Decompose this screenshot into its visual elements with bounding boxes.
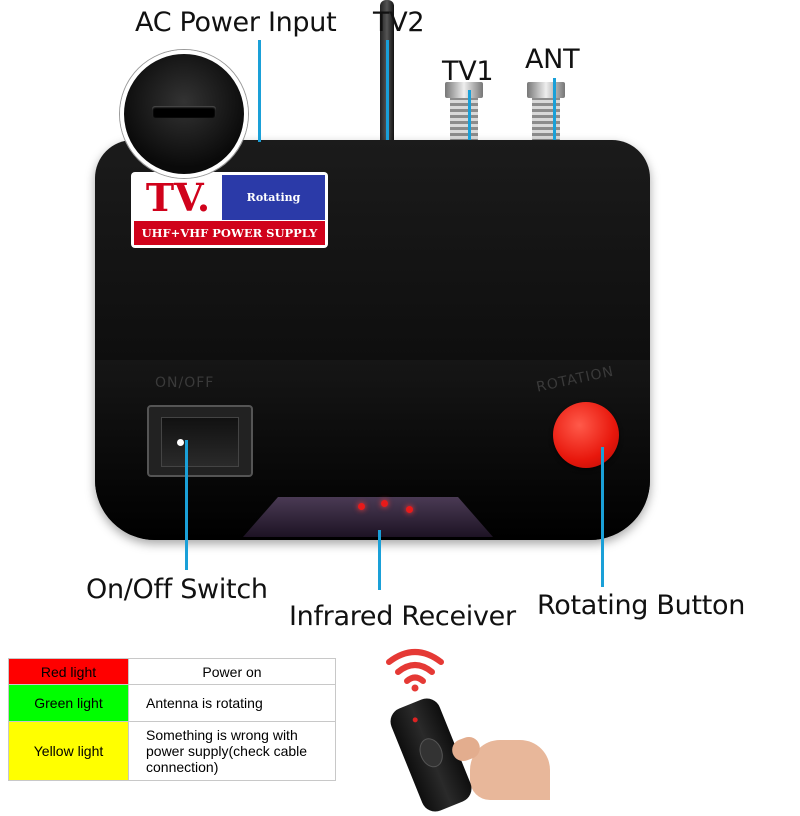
infrared-receiver-window — [243, 497, 493, 537]
callout-line-ir — [378, 530, 381, 590]
callout-tv2: TV2 — [373, 7, 425, 38]
callout-on-off-switch: On/Off Switch — [86, 574, 268, 605]
switch-indicator-dot — [177, 439, 184, 446]
remote-button[interactable] — [415, 734, 447, 771]
legend-meaning: Something is wrong with power supply(che… — [128, 721, 336, 781]
callout-tv1: TV1 — [442, 56, 494, 87]
callout-ac-power-input: AC Power Input — [135, 7, 337, 38]
device-brand-label: TV. Rotating Antenna UHF+VHF POWER SUPPL… — [131, 172, 328, 248]
onoff-marking: ON/OFF — [155, 375, 215, 391]
callout-line-switch — [185, 440, 188, 570]
legend-row: Red light Power on — [8, 658, 336, 685]
legend-light-label: Red light — [8, 658, 129, 685]
callout-line-tv2 — [386, 40, 389, 140]
wifi-icon — [386, 649, 444, 692]
ac-input-port — [152, 106, 216, 118]
label-supply-text: UHF+VHF POWER SUPPLY — [134, 221, 325, 245]
callout-line-ac — [258, 40, 261, 142]
remote-led — [411, 716, 419, 724]
on-off-switch[interactable] — [161, 417, 239, 467]
legend-row: Green light Antenna is rotating — [8, 684, 336, 722]
legend-row: Yellow light Something is wrong with pow… — [8, 721, 336, 781]
callout-infrared-receiver: Infrared Receiver — [289, 601, 516, 632]
hand — [470, 740, 550, 800]
callout-rotating-button: Rotating Button — [537, 590, 746, 621]
legend-light-label: Green light — [8, 684, 129, 722]
callout-line-ant — [553, 78, 556, 140]
indicator-light-legend: Red light Power on Green light Antenna i… — [8, 658, 336, 781]
tv1-connector — [445, 82, 483, 142]
label-tv-text: TV. — [134, 175, 222, 220]
label-rotating-text: Rotating Antenna — [222, 175, 325, 248]
legend-meaning: Antenna is rotating — [128, 684, 336, 722]
ir-led — [381, 500, 388, 507]
ac-input-closeup — [120, 50, 248, 178]
legend-light-label: Yellow light — [8, 721, 129, 781]
legend-meaning: Power on — [128, 658, 336, 685]
callout-ant: ANT — [525, 44, 580, 75]
callout-line-rotate — [601, 447, 604, 587]
callout-line-tv1 — [468, 90, 471, 140]
rotating-button[interactable] — [553, 402, 619, 468]
ir-led — [406, 506, 413, 513]
ir-led — [358, 503, 365, 510]
